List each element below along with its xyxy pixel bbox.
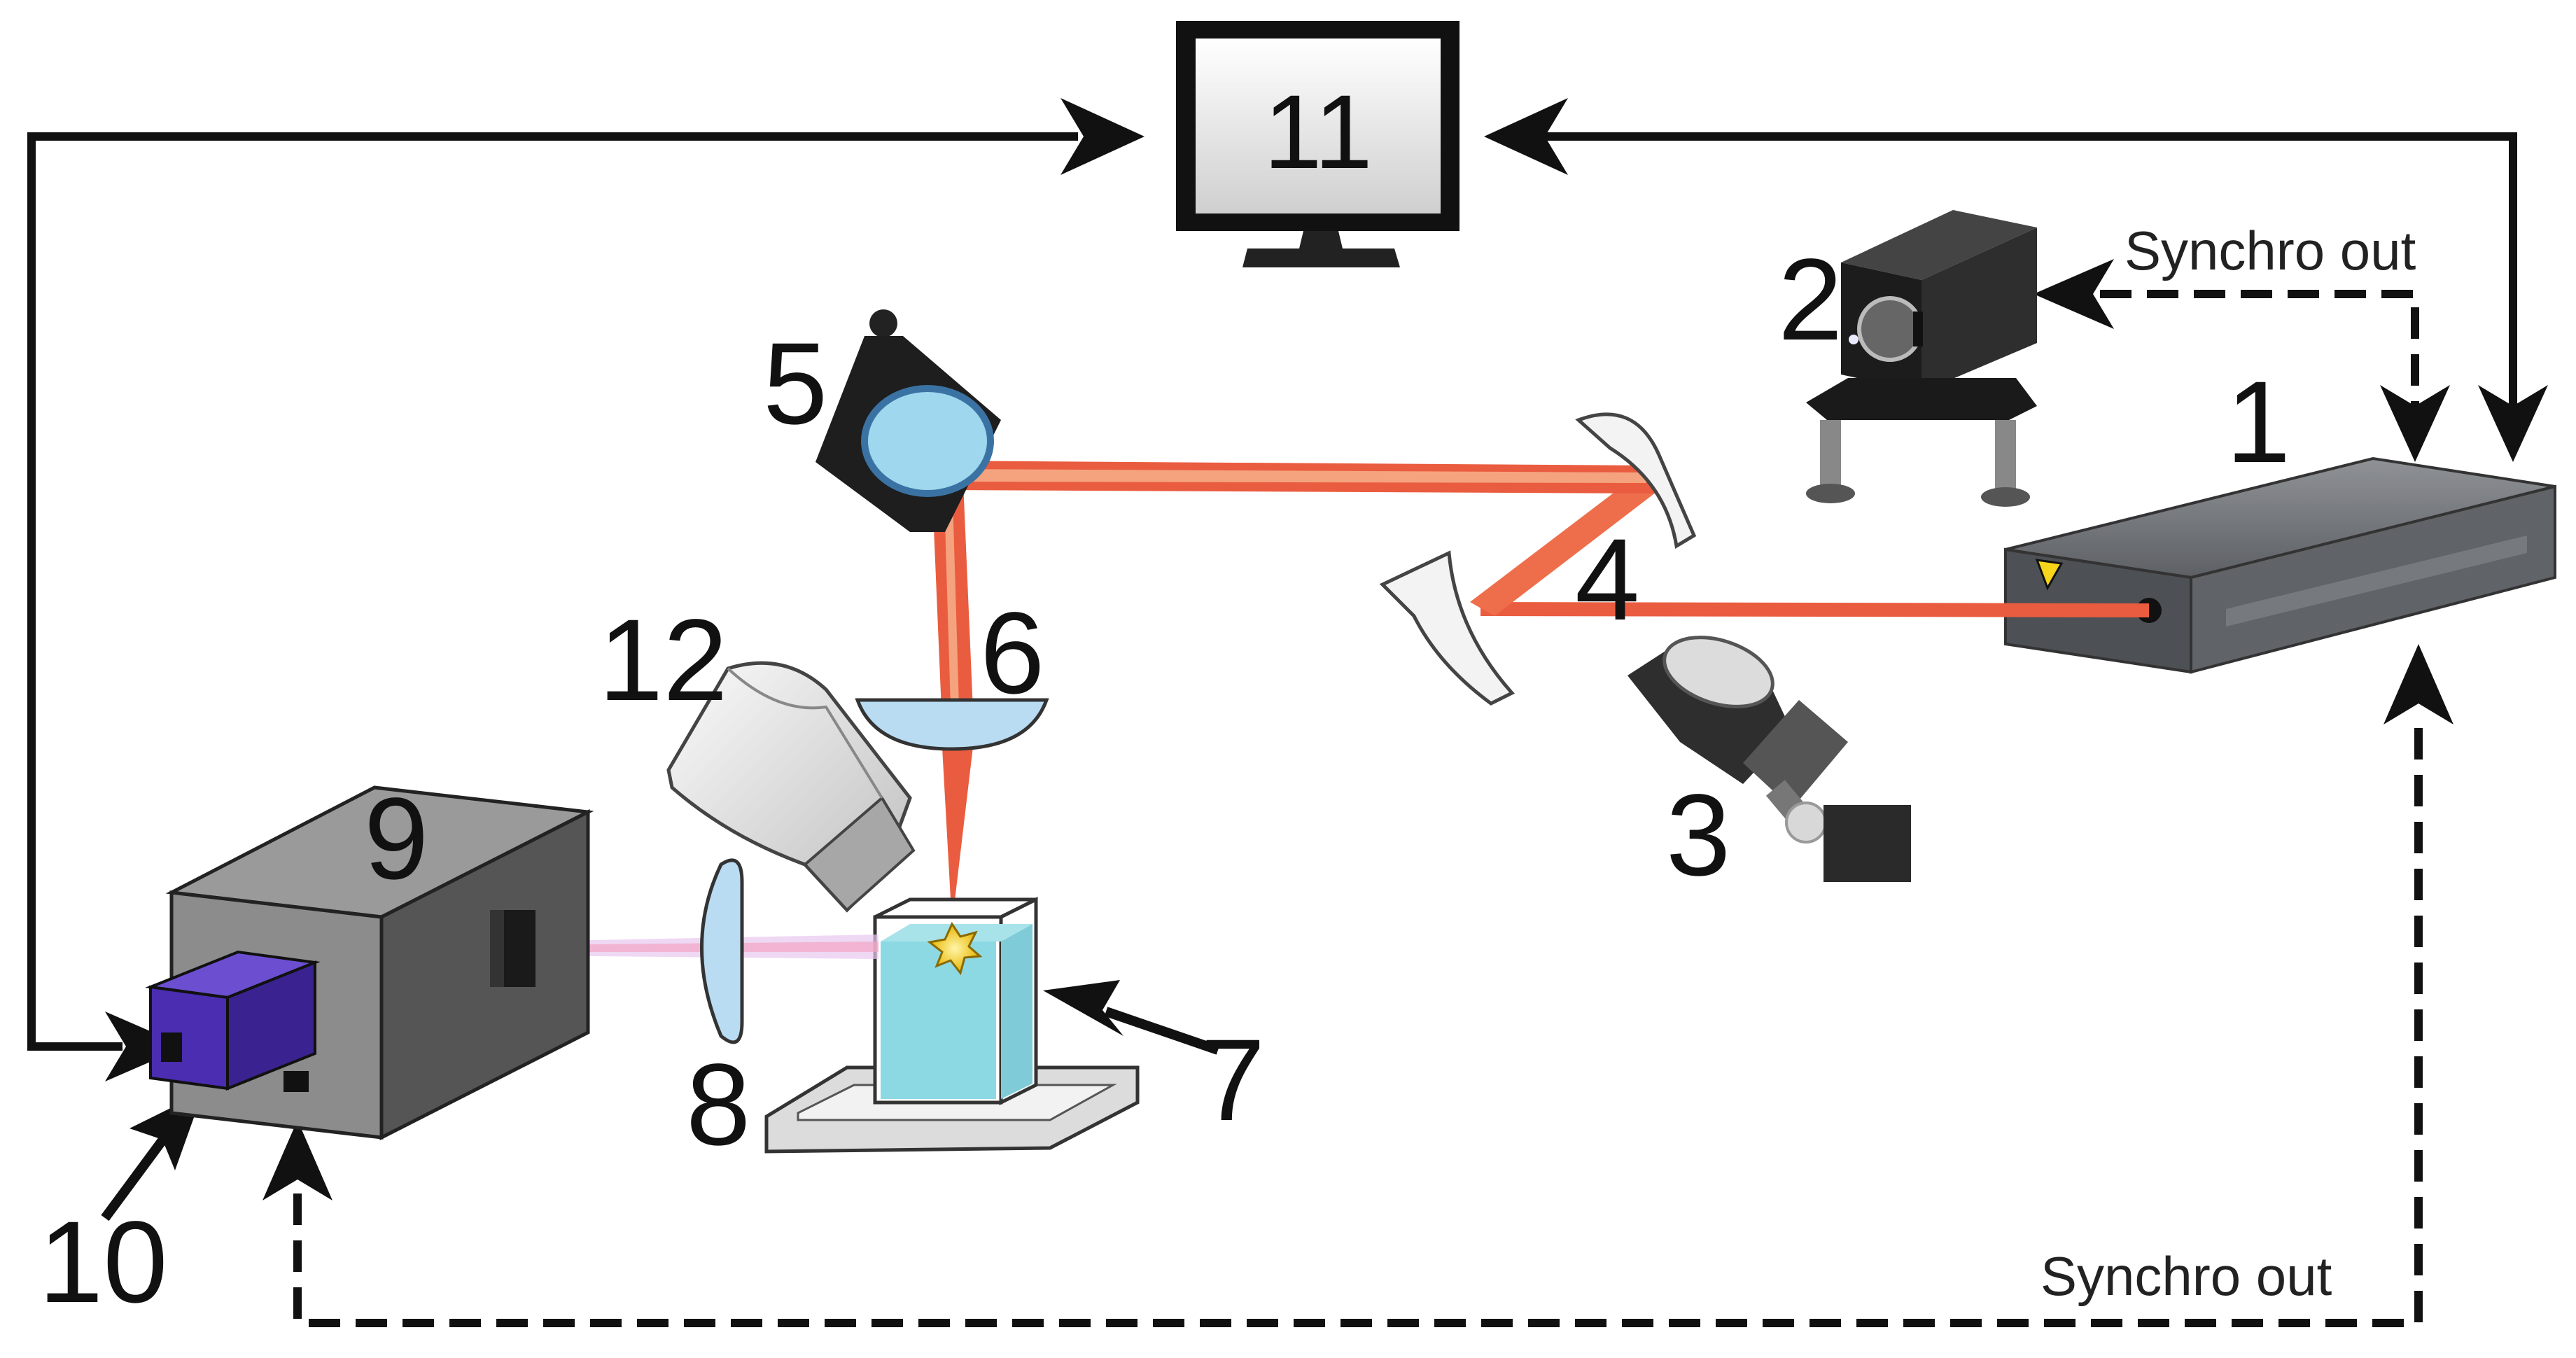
pointer-10-shaft — [101, 1134, 169, 1222]
arrow-to-detector — [2033, 259, 2114, 329]
energy-meter — [1628, 636, 1911, 882]
arrow-to-laser-sync — [2380, 385, 2450, 462]
camera-computer-line — [27, 132, 1078, 1051]
label-10: 10 — [38, 1198, 168, 1327]
arrow-to-laser-bottom — [2384, 644, 2454, 724]
label-6: 6 — [980, 589, 1044, 718]
laser-computer-line — [1522, 132, 2517, 406]
photodetector — [1806, 210, 2037, 507]
label-11: 11 — [1264, 73, 1373, 190]
curved-mirror-bottom — [1379, 550, 1516, 706]
label-5: 5 — [763, 319, 827, 449]
iccd-camera — [145, 950, 321, 1092]
arrow-to-laser-right — [2478, 385, 2548, 462]
arrow-to-camera-trigger — [262, 1120, 332, 1200]
turning-mirror-mount — [816, 309, 1001, 532]
synchro-label-bottom: Synchro out — [2040, 1245, 2332, 1307]
sync-detector-line — [2100, 290, 2419, 406]
label-4: 4 — [1575, 515, 1639, 645]
sync-camera-line — [293, 728, 2423, 1327]
label-1: 1 — [2226, 358, 2290, 487]
focusing-lens — [855, 698, 1049, 751]
label-12: 12 — [598, 596, 728, 725]
arrow-to-computer-right — [1484, 98, 1568, 175]
laser-beam — [931, 461, 2149, 924]
label-8: 8 — [686, 1040, 750, 1170]
synchro-label-top: Synchro out — [2124, 220, 2416, 281]
label-2: 2 — [1778, 235, 1842, 365]
computer-monitor: 11 — [1176, 21, 1460, 267]
pointer-7-shaft — [1104, 1007, 1220, 1055]
connection-lines — [27, 132, 2517, 1327]
curved-mirror-top — [1575, 412, 1697, 550]
fume-extractor — [666, 661, 916, 913]
cuvette-with-liquid — [764, 896, 1140, 1154]
laser-source — [2004, 456, 2556, 674]
arrow-to-camera-input — [105, 1011, 186, 1082]
pointer-7-head — [1043, 980, 1124, 1036]
label-3: 3 — [1666, 771, 1730, 900]
label-9: 9 — [364, 774, 428, 904]
collecting-lens — [700, 858, 744, 1044]
arrowheads — [101, 98, 2548, 1222]
arrow-to-computer-left — [1060, 98, 1144, 175]
label-7: 7 — [1200, 1016, 1265, 1145]
